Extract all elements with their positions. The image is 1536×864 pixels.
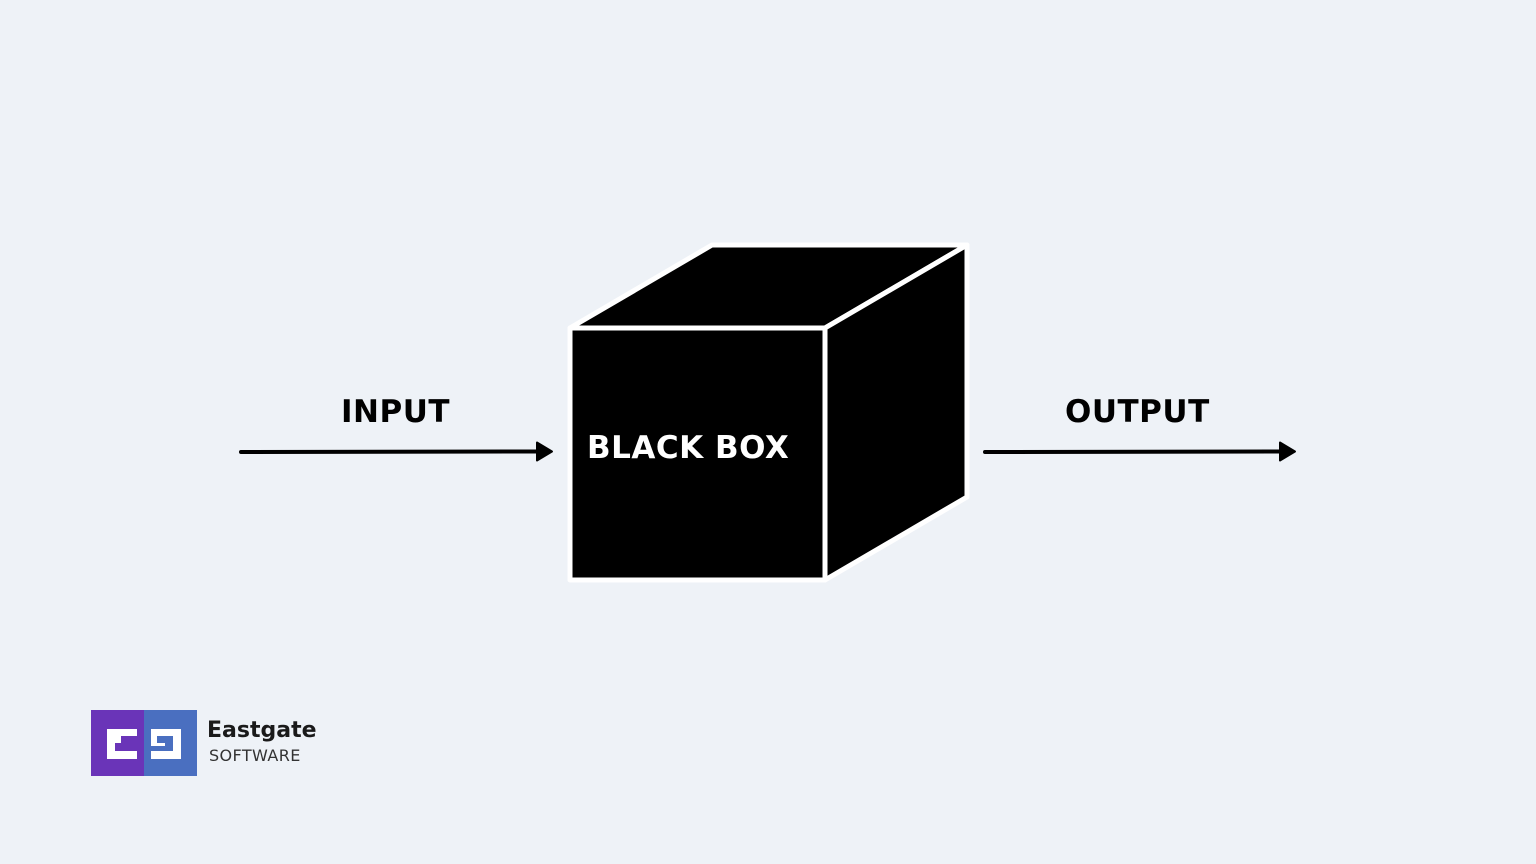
input-label: INPUT xyxy=(341,394,451,430)
logo-right-mark xyxy=(151,729,181,759)
cube-front-face xyxy=(567,325,828,583)
brand-name: Eastgate xyxy=(207,718,317,744)
input-arrow xyxy=(239,441,553,462)
black-box-label: BLACK BOX xyxy=(587,430,790,466)
output-label: OUTPUT xyxy=(1065,394,1210,430)
output-arrow-head xyxy=(1279,441,1296,462)
brand-text: Eastgate SOFTWARE xyxy=(207,718,317,767)
output-arrow-shaft xyxy=(983,449,1286,454)
input-arrow-head xyxy=(536,441,553,462)
input-arrow-shaft xyxy=(239,449,543,454)
black-box-cube xyxy=(567,242,970,583)
logo-left-mark xyxy=(107,729,137,759)
brand-block: Eastgate SOFTWARE xyxy=(91,710,317,776)
output-arrow xyxy=(983,441,1296,462)
eastgate-logo-icon xyxy=(91,710,197,776)
brand-subtitle: SOFTWARE xyxy=(209,745,301,765)
